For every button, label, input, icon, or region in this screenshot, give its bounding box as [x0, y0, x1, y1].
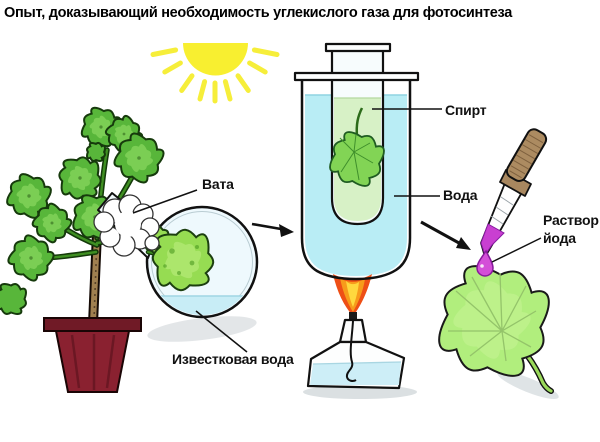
iodine-in-pipette [480, 223, 505, 257]
leaf-veins [448, 272, 537, 362]
pointer-line-iodine [491, 237, 542, 263]
label-iodine-solution: Раствор йода [543, 212, 599, 247]
pointer-line-cotton [132, 189, 198, 214]
pointer-line-lime-water [195, 310, 248, 353]
dropper-icon [480, 128, 548, 258]
arrow-right-icon-2 [420, 220, 471, 250]
flask-icon [93, 192, 259, 322]
label-lime-water: Известковая вода [172, 351, 294, 367]
leaf-icon [435, 262, 552, 391]
leaf-shadow [497, 371, 559, 399]
iodine-drop-icon [476, 249, 494, 277]
label-water: Вода [443, 187, 478, 203]
flask-shadow [147, 316, 257, 342]
plant-leaves [0, 106, 167, 314]
spirit-lamp-icon [306, 312, 406, 390]
flame-icon [333, 274, 372, 316]
wick [345, 320, 357, 382]
tube-leaf-icon [327, 108, 386, 189]
pot-icon [43, 317, 142, 393]
cotton-icon [93, 194, 160, 257]
beaker-icon [293, 42, 420, 316]
flask-leaf-icon [139, 222, 218, 295]
page-title: Опыт, доказывающий необходимость углекис… [4, 5, 512, 21]
label-cotton: Вата [202, 176, 234, 192]
sun-icon [150, 43, 280, 104]
label-alcohol: Спирт [445, 102, 487, 118]
arrow-right-icon-1 [251, 222, 294, 237]
test-tube-icon [327, 51, 386, 226]
